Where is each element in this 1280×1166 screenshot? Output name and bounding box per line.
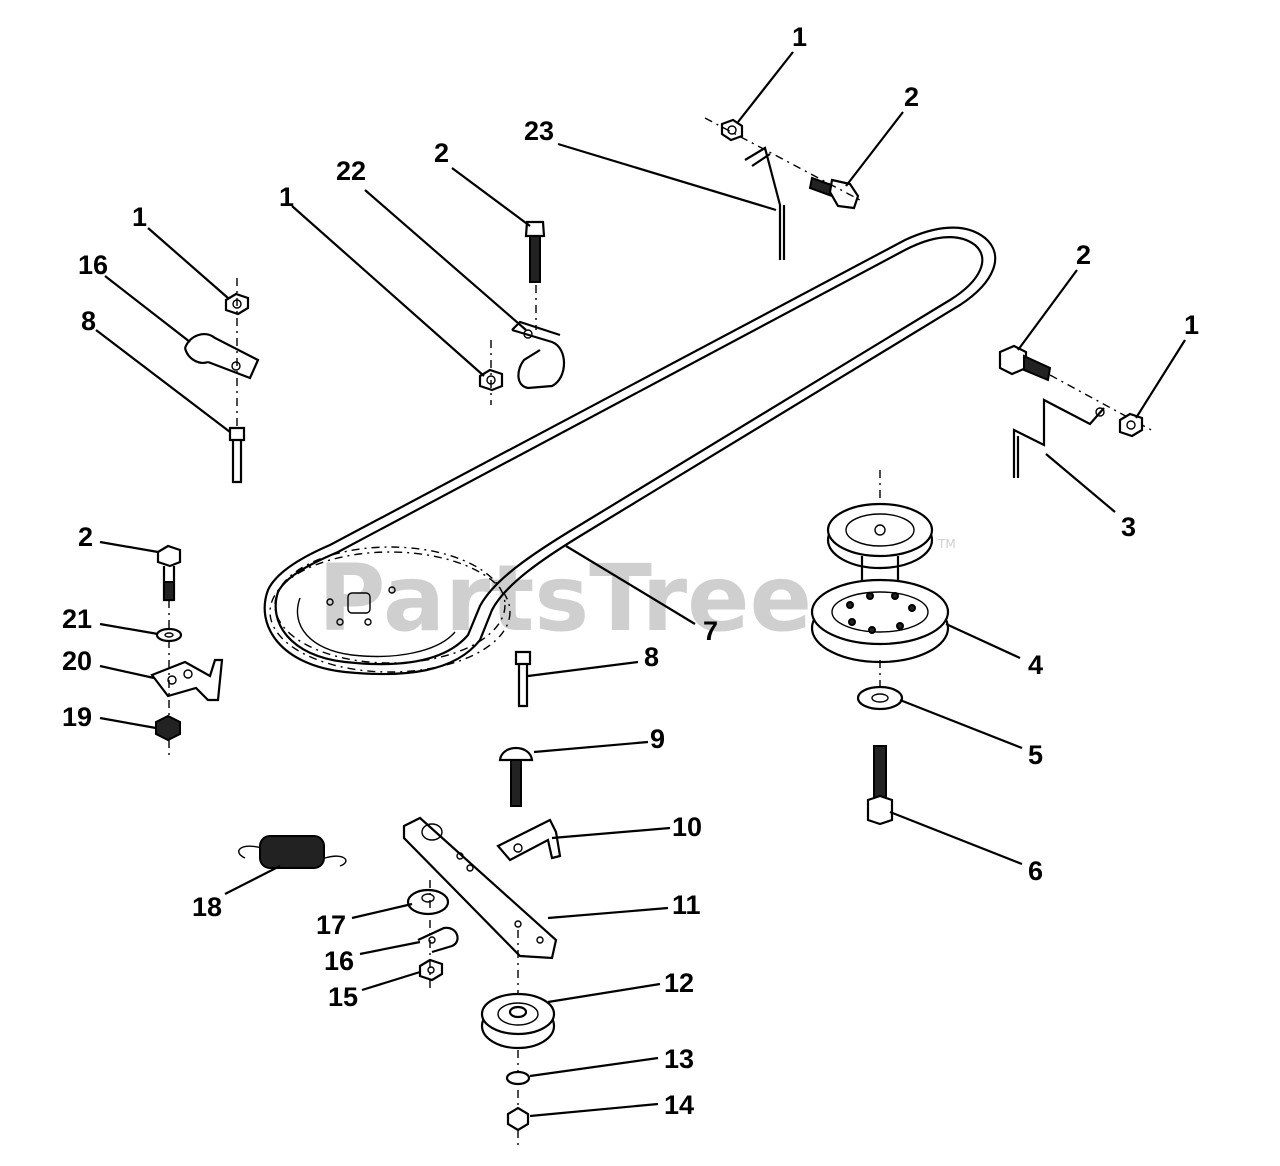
centerline-top (704, 117, 861, 201)
callout-22[interactable]: 22 (336, 156, 366, 186)
bolt-2-top[interactable] (808, 176, 860, 210)
watermark: PartsTree (318, 545, 812, 652)
callout-16[interactable]: 16 (78, 250, 108, 280)
callout-4[interactable]: 4 (1028, 650, 1043, 680)
leader-lines (95, 51, 1186, 1118)
callout-3[interactable]: 3 (1121, 512, 1136, 542)
bracket-20[interactable] (150, 658, 224, 702)
callout-10[interactable]: 10 (672, 812, 702, 842)
spring-18[interactable] (238, 835, 347, 869)
callout-14[interactable]: 14 (664, 1090, 694, 1120)
callout-1[interactable]: 1 (279, 182, 294, 212)
washer-17[interactable] (406, 888, 450, 916)
callout-6[interactable]: 6 (1028, 856, 1043, 886)
callout-1[interactable]: 1 (1184, 310, 1199, 340)
bolt-6[interactable] (866, 745, 894, 826)
callout-2[interactable]: 2 (434, 138, 449, 168)
callout-15[interactable]: 15 (328, 982, 358, 1012)
bolt-2-left[interactable] (156, 544, 182, 602)
callout-7[interactable]: 7 (703, 616, 718, 646)
callout-23[interactable]: 23 (524, 116, 554, 146)
callout-1[interactable]: 1 (792, 22, 807, 52)
callout-2[interactable]: 2 (904, 82, 919, 112)
bracket-22[interactable] (511, 320, 565, 390)
stud-8-center[interactable] (514, 650, 532, 708)
belt-guide-23[interactable] (744, 146, 786, 260)
callout-9[interactable]: 9 (650, 724, 665, 754)
callout-21[interactable]: 21 (62, 604, 92, 634)
watermark-tm: TM (937, 537, 956, 551)
callout-2[interactable]: 2 (78, 522, 93, 552)
clip-16-left[interactable] (183, 333, 260, 380)
callout-2[interactable]: 2 (1076, 240, 1091, 270)
nut-19[interactable] (155, 714, 181, 742)
stud-8-left[interactable] (228, 426, 246, 484)
callout-8[interactable]: 8 (81, 306, 96, 336)
double-pulley-4[interactable] (810, 470, 950, 690)
belt-guide-3[interactable] (1012, 398, 1105, 478)
callout-5[interactable]: 5 (1028, 740, 1043, 770)
callout-17[interactable]: 17 (316, 910, 346, 940)
washer-5[interactable] (856, 685, 904, 711)
callout-12[interactable]: 12 (664, 968, 694, 998)
callout-20[interactable]: 20 (62, 646, 92, 676)
callout-1[interactable]: 1 (132, 202, 147, 232)
nut-14[interactable] (506, 1106, 530, 1132)
engine-pulley-hidden (269, 546, 511, 673)
callout-13[interactable]: 13 (664, 1044, 694, 1074)
callout-11[interactable]: 11 (672, 890, 701, 920)
bolt-2-right[interactable] (998, 344, 1052, 382)
idler-pulley-12[interactable] (480, 992, 556, 1050)
nut-15[interactable] (418, 958, 444, 982)
nut-1-right[interactable] (1118, 412, 1144, 438)
drive-belt[interactable] (263, 226, 997, 676)
bolt-2-bracket22[interactable] (524, 220, 546, 283)
carriage-bolt-9[interactable] (498, 746, 534, 807)
callout-8[interactable]: 8 (644, 642, 659, 672)
nut-1-top[interactable] (720, 118, 744, 142)
callout-16[interactable]: 16 (324, 946, 354, 976)
callout-19[interactable]: 19 (62, 702, 92, 732)
bracket-10[interactable] (496, 818, 562, 862)
idler-arm-11[interactable] (402, 816, 558, 960)
clip-16-center[interactable] (417, 926, 459, 954)
callout-18[interactable]: 18 (192, 892, 222, 922)
washer-13[interactable] (505, 1070, 531, 1086)
washer-21[interactable] (155, 627, 183, 643)
callout-labels: 1 2 23 2 22 1 1 16 8 2 1 3 2 21 20 19 7 … (62, 22, 1199, 1120)
